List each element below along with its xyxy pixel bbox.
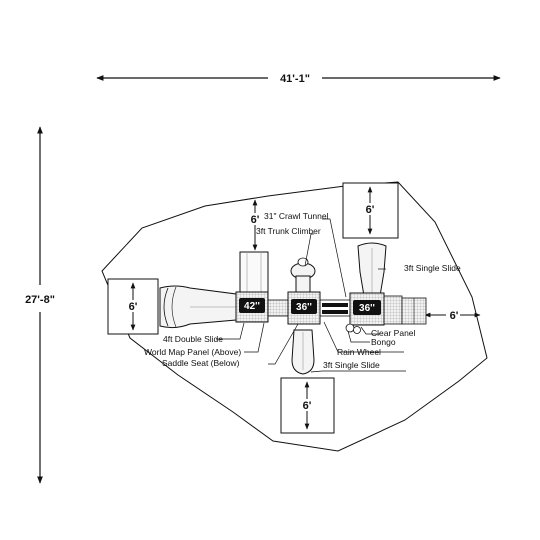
double-slide — [159, 285, 237, 329]
deck-1: 42'' — [235, 291, 269, 323]
deck-2-height: 36'' — [296, 302, 312, 313]
overall-width-label: 41'-1" — [280, 73, 310, 85]
deck-1-height: 42'' — [244, 301, 260, 312]
label-bongo: Bongo — [371, 337, 396, 347]
clearance-top-center-label: 6' — [251, 214, 260, 226]
clearance-right-label: 6' — [450, 310, 459, 322]
clearance-box-top-right: 6' — [342, 182, 399, 239]
clearance-box-left: 6' — [107, 278, 159, 335]
deck-3: 36'' — [349, 292, 385, 326]
bongo — [345, 323, 361, 334]
clearance-bottom-label: 6' — [303, 400, 312, 412]
connector-42-36 — [266, 299, 290, 317]
safety-zone-outline — [101, 181, 488, 452]
deck-3-height: 36'' — [359, 303, 375, 314]
label-trunk-climber: 3ft Trunk Climber — [256, 226, 321, 236]
label-double-slide: 4ft Double Slide — [163, 334, 223, 344]
clearance-top-center: 6' — [249, 199, 261, 251]
overall-depth-dimension: 27'-8" — [25, 126, 55, 484]
right-panels — [381, 295, 427, 325]
overall-depth-label: 27'-8" — [25, 294, 55, 306]
deck-2: 36'' — [287, 291, 321, 325]
connector-36-36 — [318, 299, 352, 317]
label-saddle-seat: Saddle Seat (Below) — [162, 358, 240, 368]
trunk-climber — [239, 251, 269, 298]
clearance-right: 6' — [424, 309, 481, 322]
overall-width-dimension: 41'-1" — [96, 73, 501, 85]
clearance-top-right-label: 6' — [366, 204, 375, 216]
crawl-tunnel — [290, 257, 316, 297]
leader-lines — [216, 218, 406, 373]
label-world-map-panel: World Map Panel (Above) — [144, 347, 241, 357]
label-clear-panel: Clear Panel — [371, 328, 416, 338]
single-slide-top — [357, 242, 387, 297]
label-rain-wheel: Rain Wheel — [337, 347, 381, 357]
label-single-slide-bottom: 3ft Single Slide — [323, 360, 380, 370]
clearance-left-label: 6' — [129, 301, 138, 313]
label-single-slide-top: 3ft Single Slide — [404, 263, 461, 273]
single-slide-bottom — [291, 329, 315, 375]
clearance-box-bottom: 6' — [280, 377, 335, 434]
label-crawl-tunnel: 31" Crawl Tunnel — [264, 211, 329, 221]
